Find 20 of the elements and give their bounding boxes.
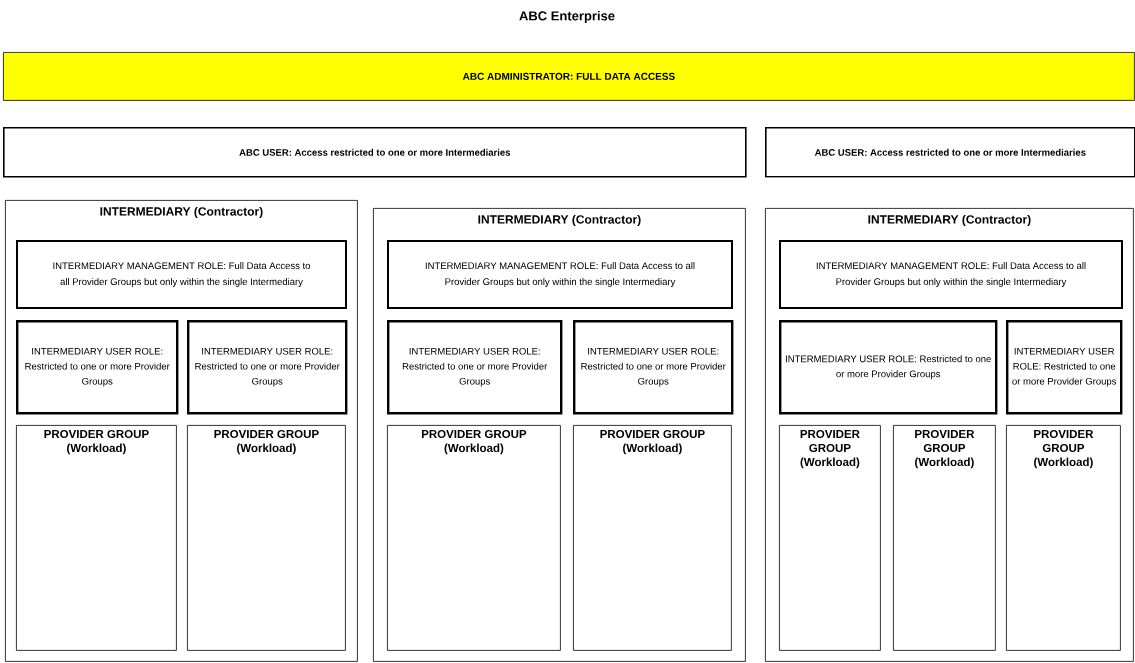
management-role-box: INTERMEDIARY MANAGEMENT ROLE: Full Data Access to all Provider Groups but only within the single Intermediary (387, 240, 733, 309)
user-access-box: ABC USER: Access restricted to one or more Intermediaries (765, 127, 1135, 178)
provider-group-box: PROVIDER GROUP (Workload) (779, 425, 881, 651)
provider-group-box: PROVIDER GROUP (Workload) (573, 425, 732, 651)
management-role-box: INTERMEDIARY MANAGEMENT ROLE: Full Data Access to all Provider Groups but only within the single Intermediary (779, 240, 1123, 309)
admin-banner: ABC ADMINISTRATOR: FULL DATA ACCESS (3, 52, 1135, 101)
user-role-box: INTERMEDIARY USER ROLE: Restricted to one or more Provider Groups (187, 320, 348, 415)
provider-group-box: PROVIDER GROUP (Workload) (893, 425, 996, 651)
user-role-box: INTERMEDIARY USER ROLE: Restricted to one or more Provider Groups (1006, 320, 1123, 415)
user-role-box: INTERMEDIARY USER ROLE: Restricted to one or more Provider Groups (573, 320, 734, 415)
provider-group-box: PROVIDER GROUP (Workload) (16, 425, 177, 651)
user-role-box: INTERMEDIARY USER ROLE: Restricted to one or more Provider Groups (16, 320, 179, 415)
provider-group-box: PROVIDER GROUP (Workload) (187, 425, 346, 651)
provider-group-box: PROVIDER GROUP (Workload) (387, 425, 561, 651)
user-access-box: ABC USER: Access restricted to one or more Intermediaries (3, 127, 747, 178)
management-role-box: INTERMEDIARY MANAGEMENT ROLE: Full Data Access to all Provider Groups but only within the single Intermediary (16, 240, 347, 309)
title: ABC Enterprise (519, 10, 615, 24)
user-role-box: INTERMEDIARY USER ROLE: Restricted to one or more Provider Groups (387, 320, 563, 415)
user-role-box: INTERMEDIARY USER ROLE: Restricted to one or more Provider Groups (779, 320, 998, 415)
provider-group-box: PROVIDER GROUP (Workload) (1006, 425, 1121, 651)
